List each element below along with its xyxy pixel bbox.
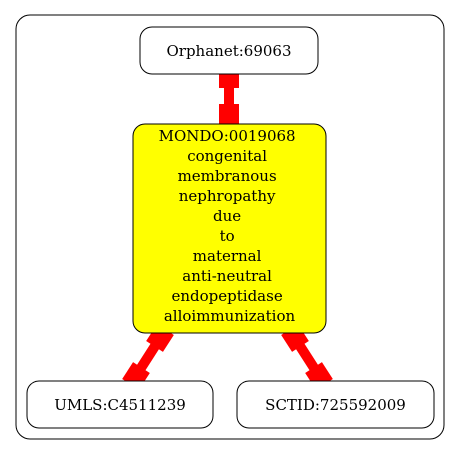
node-umls: UMLS:C4511239 (26, 380, 214, 429)
mondo-line-10: alloimmunization (164, 307, 296, 325)
mondo-line-6: to (220, 227, 235, 245)
node-mondo-text: MONDO:0019068 congenital membranous neph… (159, 127, 301, 325)
node-orphanet: Orphanet:69063 (139, 26, 319, 75)
mondo-line-8: anti-neutral (182, 267, 272, 285)
node-umls-label: UMLS:C4511239 (54, 396, 186, 414)
node-mondo: MONDO:0019068 congenital membranous neph… (132, 123, 327, 334)
mondo-line-7: maternal (193, 247, 262, 265)
mondo-line-9: endopeptidase (172, 287, 283, 305)
mondo-line-5: due (213, 207, 241, 225)
mondo-line-1: MONDO:0019068 (159, 127, 296, 145)
mondo-line-3: membranous (178, 167, 277, 185)
mondo-line-4: nephropathy (179, 187, 276, 205)
node-sctid-label: SCTID:725592009 (265, 396, 406, 414)
node-sctid: SCTID:725592009 (236, 380, 435, 429)
node-orphanet-label: Orphanet:69063 (166, 42, 291, 60)
mondo-line-2: congenital (187, 147, 267, 165)
